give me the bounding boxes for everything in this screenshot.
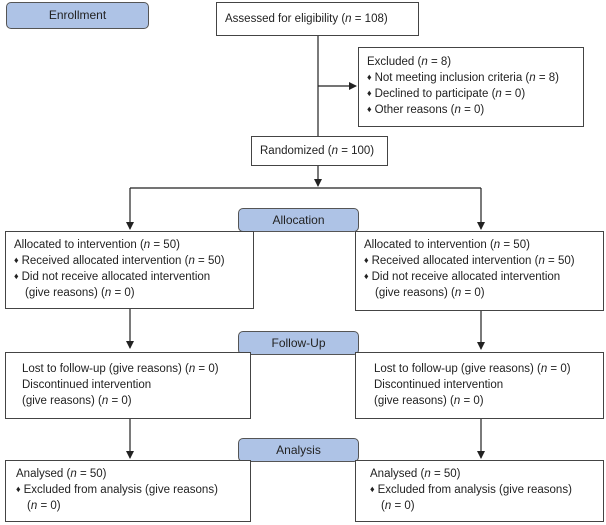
stage-analysis: Analysis — [238, 438, 359, 462]
followup-lost: Lost to follow-up (give reasons) (n = 0) — [22, 363, 219, 375]
randomized-text: Randomized (n = 100) — [260, 145, 375, 157]
excluded-title: Excluded (n = 8) — [367, 56, 452, 68]
allocation-title: Allocated to intervention (n = 50) — [14, 239, 180, 251]
allocation-received: Received allocated intervention (n = 50) — [364, 253, 595, 269]
followup-discontinued: Discontinued intervention — [22, 379, 152, 391]
stage-analysis-label: Analysis — [276, 443, 321, 457]
followup-reasons: (give reasons) (n = 0) — [22, 395, 132, 407]
assessed-box: Assessed for eligibility (n = 108) — [216, 2, 419, 36]
stage-allocation: Allocation — [238, 208, 359, 232]
stage-allocation-label: Allocation — [272, 213, 325, 227]
analysis-excluded: Excluded from analysis (give reasons) — [370, 482, 595, 498]
followup-left-box: Lost to follow-up (give reasons) (n = 0)… — [5, 352, 251, 419]
stage-enrollment-label: Enrollment — [48, 8, 107, 22]
analysis-excluded-n: (n = 0) — [381, 500, 415, 512]
analysis-title: Analysed (n = 50) — [16, 468, 107, 480]
analysis-right-box: Analysed (n = 50) Excluded from analysis… — [355, 460, 604, 522]
allocation-title: Allocated to intervention (n = 50) — [364, 239, 530, 251]
excluded-box: Excluded (n = 8) Not meeting inclusion c… — [358, 47, 584, 127]
followup-reasons: (give reasons) (n = 0) — [374, 395, 484, 407]
followup-discontinued: Discontinued intervention — [374, 379, 504, 391]
allocation-not-received: Did not receive allocated intervention — [364, 269, 595, 285]
followup-right-box: Lost to follow-up (give reasons) (n = 0)… — [355, 352, 604, 419]
excluded-item: Other reasons (n = 0) — [367, 102, 575, 118]
allocation-left-box: Allocated to intervention (n = 50) Recei… — [5, 231, 254, 309]
allocation-reasons: (give reasons) (n = 0) — [375, 287, 485, 299]
excluded-item: Declined to participate (n = 0) — [367, 86, 575, 102]
allocation-reasons: (give reasons) (n = 0) — [25, 287, 135, 299]
analysis-title: Analysed (n = 50) — [370, 468, 461, 480]
allocation-not-received: Did not receive allocated intervention — [14, 269, 245, 285]
analysis-left-box: Analysed (n = 50) Excluded from analysis… — [5, 460, 251, 522]
stage-followup-label: Follow-Up — [271, 336, 326, 350]
assessed-text: Assessed for eligibility (n = 108) — [225, 13, 388, 25]
analysis-excluded-n: (n = 0) — [27, 500, 61, 512]
stage-enrollment: Enrollment — [6, 2, 149, 29]
excluded-item: Not meeting inclusion criteria (n = 8) — [367, 70, 575, 86]
followup-lost: Lost to follow-up (give reasons) (n = 0) — [374, 363, 571, 375]
allocation-received: Received allocated intervention (n = 50) — [14, 253, 245, 269]
randomized-box: Randomized (n = 100) — [251, 136, 388, 166]
allocation-right-box: Allocated to intervention (n = 50) Recei… — [355, 231, 604, 311]
analysis-excluded: Excluded from analysis (give reasons) — [16, 482, 242, 498]
stage-followup: Follow-Up — [238, 331, 359, 355]
